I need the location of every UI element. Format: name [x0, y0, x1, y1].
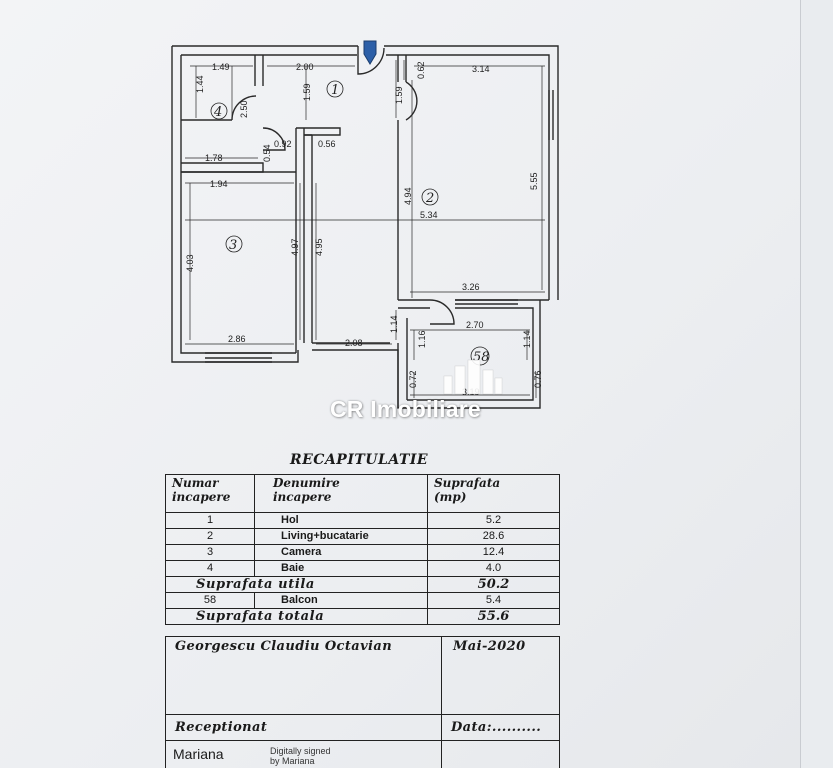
dim-label: 1.16 [417, 330, 427, 348]
table-row: 2 Living+bucatarie 28.6 [165, 528, 560, 545]
dim-label: 1.49 [212, 62, 230, 72]
useful-area-row: Suprafata utila 50.2 [165, 576, 560, 593]
living-door [405, 81, 418, 121]
room3-wall [295, 127, 341, 353]
dim-label: 3.26 [462, 282, 480, 292]
window-living [455, 299, 518, 305]
dim-label: 1.59 [394, 86, 404, 104]
plan-date: Mai-2020 [453, 639, 526, 654]
room-number-cell: 2 [165, 528, 255, 545]
room-number-cell: 4 [165, 560, 255, 577]
table-row: 3 Camera 12.4 [165, 544, 560, 561]
dim-label: 0.92 [274, 139, 292, 149]
total-area-row: Suprafata totala 55.6 [165, 608, 560, 625]
room-number-cell: 1 [165, 512, 255, 529]
dimension-labels: 1.49 2.00 3.14 1.44 2.50 1.59 1.59 0.62 … [185, 61, 543, 397]
dim-label: 4.03 [185, 254, 195, 272]
signature-line-2: by Mariana [270, 756, 315, 766]
dim-label: 0.54 [262, 144, 272, 162]
room-name-cell: Living+bucatarie [254, 528, 428, 545]
total-area-label: Suprafata totala [165, 608, 428, 625]
building-logo-icon [443, 359, 503, 395]
room-number-2: 2 [425, 191, 434, 206]
dim-label: 2.70 [466, 320, 484, 330]
entrance-door [357, 46, 385, 75]
received-label: Receptionat [175, 720, 268, 735]
total-area-value: 55.6 [427, 608, 560, 625]
room-area-cell: 12.4 [427, 544, 560, 561]
useful-area-label: Suprafata utila [165, 576, 428, 593]
dim-label: 1.14 [389, 315, 399, 333]
dim-label: 0.72 [408, 370, 418, 388]
dim-label: 0.56 [318, 139, 336, 149]
room-number-4: 4 [213, 105, 222, 120]
room-area-cell: 5.2 [427, 512, 560, 529]
table-row: 58 Balcon 5.4 [165, 592, 560, 609]
dimension-lines-v [189, 60, 543, 398]
table-row: 4 Baie 4.0 [165, 560, 560, 577]
table-row: 1 Hol 5.2 [165, 512, 560, 529]
dim-label: 3.14 [472, 64, 490, 74]
room-name-cell: Hol [254, 512, 428, 529]
date-label: Data:.......... [451, 720, 542, 735]
author-name: Georgescu Claudiu Octavian [175, 639, 393, 654]
outer-wall [171, 45, 559, 409]
balcony-area-cell: 5.4 [427, 592, 560, 609]
dim-label: 1.14 [522, 330, 532, 348]
room-number-1: 1 [331, 83, 339, 98]
dim-label: 4.97 [290, 238, 300, 256]
dim-label: 1.78 [205, 153, 223, 163]
window-room3 [205, 352, 272, 363]
dim-label: 4.95 [314, 238, 324, 256]
dim-label: 0.76 [533, 370, 543, 388]
room-name-cell: Baie [254, 560, 428, 577]
dim-label: 2.50 [239, 100, 249, 118]
header-area: Suprafata(mp) [427, 474, 560, 513]
dim-label: 2.00 [296, 62, 314, 72]
signature-line-1: Digitally signed [270, 746, 331, 756]
room-number-cell: 3 [165, 544, 255, 561]
outer-wall-inner [180, 54, 550, 401]
balcony-door [429, 299, 455, 325]
document-page [0, 0, 801, 768]
digital-signature: Digitally signed by Mariana [270, 746, 331, 766]
dim-label: 1.59 [302, 83, 312, 101]
useful-area-value: 50.2 [427, 576, 560, 593]
dim-label: 4.94 [403, 187, 413, 205]
balcony-name-cell: Balcon [254, 592, 428, 609]
bathroom-wall [181, 55, 264, 173]
recap-title: RECAPITULATIE [290, 452, 429, 468]
dim-label: 1.44 [195, 75, 205, 93]
balcony-number-cell: 58 [165, 592, 255, 609]
dim-label: 2.86 [228, 334, 246, 344]
room3-door [262, 127, 286, 151]
dim-label: 1.94 [210, 179, 228, 189]
living-wall [304, 134, 313, 343]
floor-plan: 4 1 2 3 58 1.49 2.00 3.14 1.44 2.50 1.59… [171, 40, 559, 409]
entrance-arrow-icon [363, 40, 377, 65]
dim-label: 5.55 [529, 172, 539, 190]
room-number-3: 3 [229, 238, 237, 253]
dim-label: 5.34 [420, 210, 438, 220]
watermark-text: CR Imobiliare [330, 396, 481, 422]
window-living-side [548, 90, 554, 140]
room-numbers: 4 1 2 3 58 [210, 80, 490, 366]
room-area-cell: 4.0 [427, 560, 560, 577]
hall-wall [397, 55, 407, 300]
signer-name: Mariana [173, 746, 224, 762]
signature-block: Georgescu Claudiu Octavian Mai-2020 Rece… [165, 636, 560, 768]
room-name-cell: Camera [254, 544, 428, 561]
room-area-cell: 28.6 [427, 528, 560, 545]
dimension-lines-h [185, 65, 545, 396]
dim-label: 0.62 [416, 61, 426, 79]
dim-label: 2.08 [345, 338, 363, 348]
